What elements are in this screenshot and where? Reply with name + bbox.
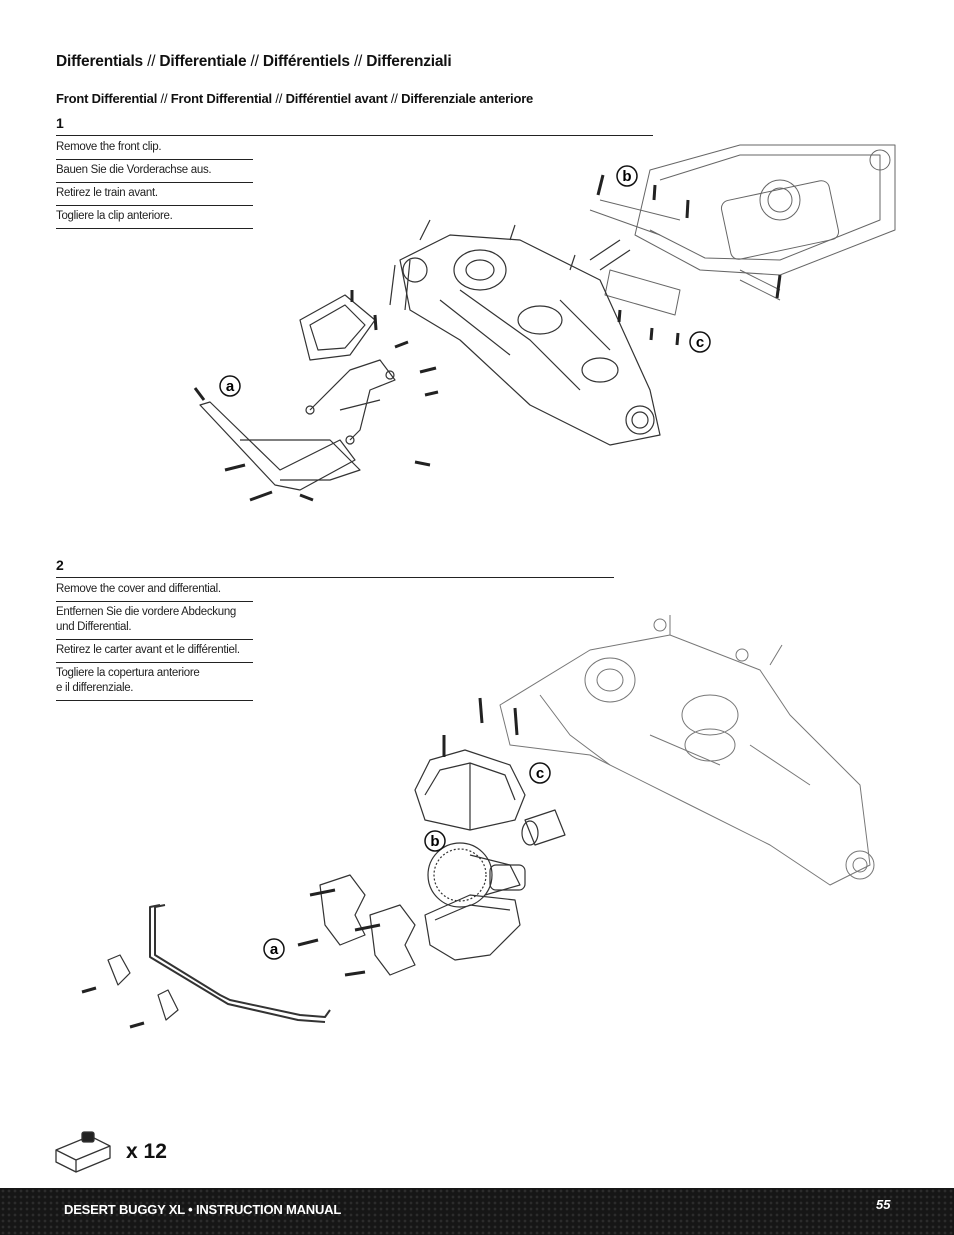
quantity-label: x 12	[126, 1140, 167, 1163]
instruction-fr: Retirez le carter avant et le différenti…	[56, 640, 253, 663]
subheading-fr: Différentiel avant	[285, 91, 388, 106]
diff-cover-drawing	[414, 749, 526, 831]
step-1-instructions: Remove the front clip. Bauen Sie die Vor…	[56, 137, 253, 229]
callout-label: b	[430, 833, 439, 850]
subheading-de: Front Differential	[170, 91, 272, 106]
mount-drawing	[319, 874, 416, 976]
instruction-de: Bauen Sie die Vorderachse aus.	[56, 160, 253, 183]
heading-it: Differenziali	[366, 53, 452, 70]
screws-drawing	[81, 697, 519, 1029]
instruction-de-line-2: und Differential.	[56, 621, 132, 633]
callout-label: a	[226, 378, 235, 395]
callout-label: c	[696, 334, 704, 351]
step-2-instructions: Remove the cover and differential. Entfe…	[56, 579, 253, 701]
page-heading: Differentials // Differentiale // Différ…	[56, 53, 452, 71]
step-1-callout-a: a	[219, 375, 241, 397]
bumper-drawing	[199, 401, 361, 491]
instruction-it: Togliere la clip anteriore.	[56, 206, 253, 229]
subheading-separator: //	[275, 91, 283, 106]
subheading-en: Front Differential	[56, 91, 158, 106]
differential-drawing	[427, 842, 526, 908]
step-2-rule	[56, 577, 614, 578]
chassis-drawing	[589, 144, 896, 316]
instruction-it-line-2: e il differenziale.	[56, 682, 134, 694]
heading-separator: //	[250, 53, 259, 70]
instruction-de-line-1: Entfernen Sie die vordere Abdeckung	[56, 606, 237, 618]
instruction-it-line-1: Togliere la copertura anteriore	[56, 667, 200, 679]
step-1-rule	[56, 135, 653, 136]
step-1-callout-b: b	[616, 165, 638, 187]
callout-label: b	[622, 168, 631, 185]
step-1-number: 1	[56, 115, 64, 131]
page-number: 55	[876, 1197, 891, 1212]
step-2-diagram: a b c	[81, 615, 875, 1029]
front-cover-drawing	[299, 294, 376, 361]
diff-housing-drawing	[424, 894, 521, 961]
section-heading: Front Differential // Front Differential…	[56, 91, 533, 106]
heading-de: Differentiale	[159, 53, 247, 70]
sway-bar-drawing	[149, 904, 331, 1023]
heading-separator: //	[353, 53, 363, 70]
instruction-de: Entfernen Sie die vordere Abdeckung und …	[56, 602, 253, 640]
step-2-callout-a: a	[263, 938, 285, 960]
heading-separator: //	[147, 53, 156, 70]
front-bracket-drawing	[305, 359, 396, 445]
subheading-separator: //	[390, 91, 398, 106]
instruction-en: Remove the front clip.	[56, 137, 253, 160]
step-1-diagram: a b c	[193, 144, 896, 502]
callout-label: a	[270, 941, 279, 958]
output-cup-drawing	[521, 809, 566, 846]
subheading-separator: //	[160, 91, 168, 106]
step-1-callout-c: c	[689, 331, 711, 353]
bar-mount-drawing	[107, 954, 179, 1021]
chassis-drawing	[499, 615, 875, 886]
step-2-callout-c: c	[529, 762, 551, 784]
instruction-it: Togliere la copertura anteriore e il dif…	[56, 663, 253, 701]
heading-fr: Différentiels	[262, 53, 350, 70]
instruction-fr: Retirez le train avant.	[56, 183, 253, 206]
callout-label: c	[536, 765, 544, 782]
heading-en: Differentials	[56, 53, 143, 70]
step-2-number: 2	[56, 557, 64, 573]
battery-pack-icon	[55, 1131, 111, 1173]
subheading-it: Differenziale anteriore	[401, 91, 534, 106]
page-footer: DESERT BUGGY XL • INSTRUCTION MANUAL 55	[0, 1188, 954, 1235]
step-2-callout-b: b	[424, 830, 446, 852]
screws-drawing	[193, 174, 782, 502]
front-axle-drawing	[389, 219, 661, 446]
manual-title: DESERT BUGGY XL • INSTRUCTION MANUAL	[64, 1202, 342, 1217]
instruction-en: Remove the cover and differential.	[56, 579, 253, 602]
